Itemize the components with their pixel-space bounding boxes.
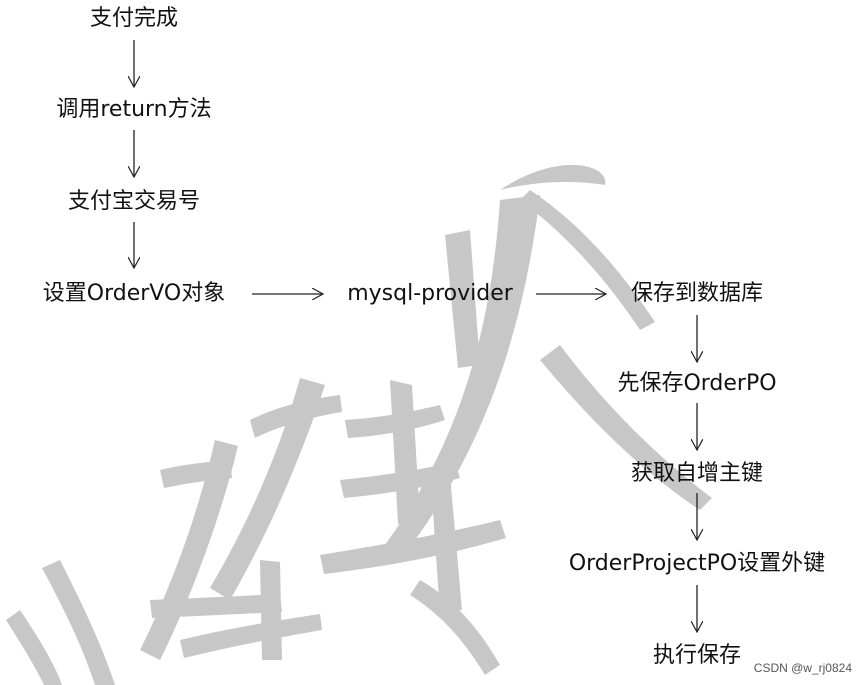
step-payment-complete: 支付完成	[89, 6, 179, 31]
step-mysql-provider: mysql-provider	[347, 281, 513, 306]
step-save-orderpo-first: 先保存OrderPO	[617, 371, 777, 396]
step-set-ordervo: 设置OrderVO对象	[42, 281, 226, 306]
step-call-return-method: 调用return方法	[56, 97, 212, 122]
step-orderprojectpo-set-foreign-key: OrderProjectPO设置外键	[568, 551, 826, 576]
step-save-to-database: 保存到数据库	[630, 281, 764, 306]
step-alipay-trade-number: 支付宝交易号	[67, 189, 201, 214]
step-execute-save: 执行保存	[652, 643, 742, 668]
step-get-auto-increment-key: 获取自增主键	[630, 461, 764, 486]
csdn-credit: CSDN @w_rj0824	[753, 661, 852, 675]
